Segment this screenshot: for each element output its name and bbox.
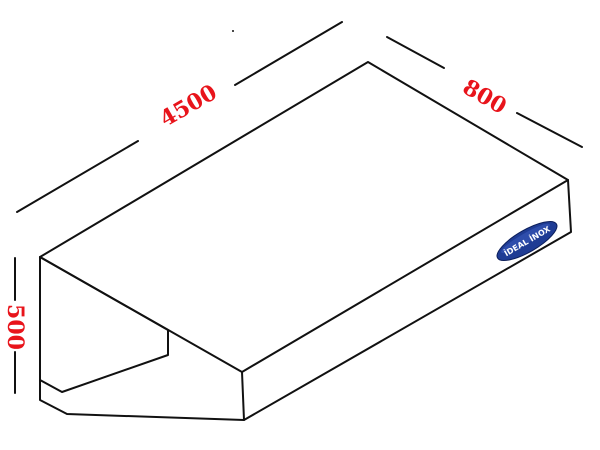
logo-badge-highlight <box>501 223 550 254</box>
ideal-inox-logo: İDEAL İNOX <box>496 221 558 261</box>
length-dimension-line-upper <box>234 21 343 86</box>
depth-dimension-line-upper <box>386 36 445 69</box>
length-label: 4500 <box>155 79 221 132</box>
hood-right-face <box>241 179 572 421</box>
depth-dimension-line-lower <box>516 112 583 148</box>
hood-body <box>39 61 572 421</box>
hood-inner-slope <box>39 256 169 393</box>
depth-label: 800 <box>458 74 511 119</box>
hood-left-end <box>39 256 245 421</box>
stray-dot <box>232 30 234 32</box>
dimension-lines <box>14 21 583 394</box>
length-dimension-line-lower <box>16 140 139 213</box>
height-label: 500 <box>2 304 28 350</box>
